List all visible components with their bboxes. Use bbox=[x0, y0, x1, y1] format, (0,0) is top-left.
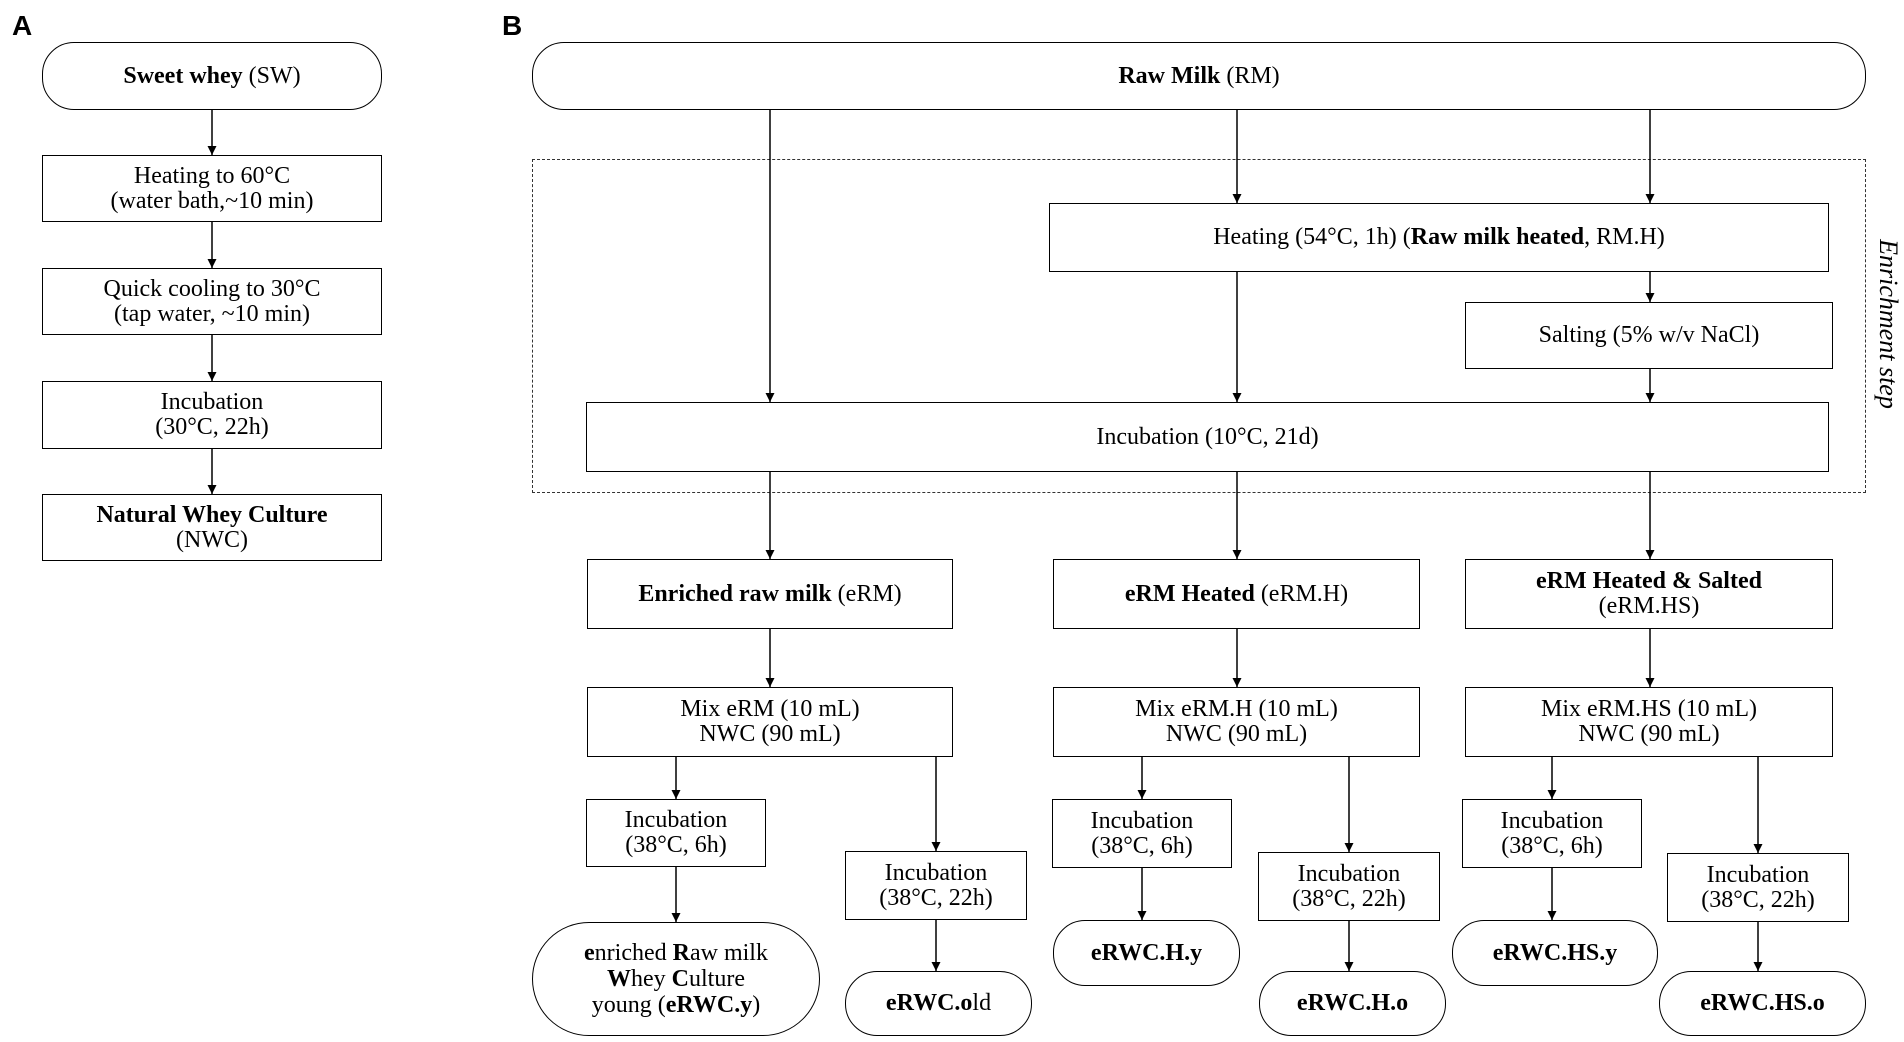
erwc-y-l2-b2: C bbox=[671, 966, 689, 992]
node-inc-hs-young: Incubation (38°C, 6h) bbox=[1462, 799, 1642, 868]
inc-h-young-line2: (38°C, 6h) bbox=[1091, 832, 1193, 859]
node-heating-60: Heating to 60°C (water bath,~10 min) bbox=[42, 155, 382, 222]
erwc-y-l1-b1: e bbox=[584, 940, 595, 966]
nwc-line1: Natural Whey Culture bbox=[96, 501, 328, 528]
node-inc-erm-young: Incubation (38°C, 6h) bbox=[586, 799, 766, 867]
mix-erm-line1: Mix eRM (10 mL) bbox=[680, 696, 860, 722]
node-erwc-young: enriched Raw milk Whey Culture young (eR… bbox=[532, 922, 820, 1036]
erwc-y-l1-t2: aw milk bbox=[689, 940, 768, 966]
cooling-line2: (tap water, ~10 min) bbox=[114, 300, 310, 327]
erwc-y-l2-t1: hey bbox=[631, 966, 672, 992]
sweet-whey-abbr: (SW) bbox=[242, 62, 301, 89]
node-incubation-10: Incubation (10°C, 21d) bbox=[586, 402, 1829, 472]
mix-erm-hs-line2: NWC (90 mL) bbox=[1578, 721, 1720, 747]
node-inc-h-old: Incubation (38°C, 22h) bbox=[1258, 852, 1440, 921]
node-inc-h-young: Incubation (38°C, 6h) bbox=[1052, 799, 1232, 868]
erm-h-label: eRM Heated bbox=[1124, 580, 1255, 607]
node-sweet-whey: Sweet whey (SW) bbox=[42, 42, 382, 110]
mix-erm-h-line2: NWC (90 mL) bbox=[1165, 721, 1308, 747]
inc-erm-young-line1: Incubation bbox=[624, 807, 728, 833]
node-mix-erm: Mix eRM (10 mL) NWC (90 mL) bbox=[587, 687, 953, 757]
erm-abbr: (eRM) bbox=[831, 580, 902, 607]
erwc-y-l3-t1: young ( bbox=[591, 992, 666, 1018]
node-erwc-old: eRWC.old bbox=[845, 971, 1032, 1036]
raw-milk-label: Raw Milk bbox=[1118, 62, 1221, 89]
node-inc-hs-old: Incubation (38°C, 22h) bbox=[1667, 853, 1849, 922]
erm-label: Enriched raw milk bbox=[638, 580, 832, 607]
inc-h-young-line1: Incubation bbox=[1090, 807, 1194, 834]
erwc-hs-o-text: eRWC.HS.o bbox=[1700, 990, 1825, 1016]
node-mix-erm-hs: Mix eRM.HS (10 mL) NWC (90 mL) bbox=[1465, 687, 1833, 757]
node-erwc-h-old: eRWC.H.o bbox=[1259, 971, 1446, 1036]
node-erm-heated: eRM Heated (eRM.H) bbox=[1053, 559, 1420, 629]
erwc-old-rest: ld bbox=[972, 990, 992, 1016]
heating-54-post: , RM.H) bbox=[1584, 224, 1665, 250]
erwc-y-l1-t1: nriched bbox=[594, 940, 673, 966]
node-heating-54: Heating (54°C, 1h) (Raw milk heated, RM.… bbox=[1049, 203, 1829, 272]
inc-erm-young-line2: (38°C, 6h) bbox=[625, 832, 727, 858]
salting-text: Salting (5% w/v NaCl) bbox=[1538, 322, 1760, 348]
heating-54-bold: Raw milk heated bbox=[1410, 224, 1585, 250]
erm-hs-line2: (eRM.HS) bbox=[1598, 593, 1700, 619]
node-incubation-30: Incubation (30°C, 22h) bbox=[42, 381, 382, 449]
node-erwc-hs-young: eRWC.HS.y bbox=[1452, 920, 1658, 986]
incubation-30-line2: (30°C, 22h) bbox=[155, 414, 269, 440]
inc-erm-old-line2: (38°C, 22h) bbox=[879, 884, 993, 911]
node-natural-whey-culture: Natural Whey Culture (NWC) bbox=[42, 494, 382, 561]
erwc-y-l3-t2: ) bbox=[752, 992, 761, 1018]
erwc-y-l2-b1: W bbox=[607, 966, 631, 992]
inc-hs-old-line1: Incubation bbox=[1706, 861, 1810, 888]
inc-h-old-line2: (38°C, 22h) bbox=[1292, 885, 1406, 912]
node-mix-erm-h: Mix eRM.H (10 mL) NWC (90 mL) bbox=[1053, 687, 1420, 757]
inc-hs-young-line1: Incubation bbox=[1500, 807, 1604, 834]
panel-label-a: A bbox=[12, 10, 33, 41]
enrichment-step-region bbox=[532, 159, 1866, 493]
erwc-y-l1-b2: R bbox=[672, 940, 690, 966]
erwc-h-y-text: eRWC.H.y bbox=[1090, 939, 1203, 966]
node-inc-erm-old: Incubation (38°C, 22h) bbox=[845, 851, 1027, 920]
inc-hs-old-line2: (38°C, 22h) bbox=[1701, 886, 1815, 913]
erwc-old-bold: eRWC.o bbox=[885, 990, 973, 1016]
inc-h-old-line1: Incubation bbox=[1297, 860, 1401, 887]
nwc-line2: (NWC) bbox=[176, 526, 248, 553]
heating-60-line2: (water bath,~10 min) bbox=[110, 187, 314, 214]
node-erwc-hs-old: eRWC.HS.o bbox=[1659, 971, 1866, 1036]
erwc-y-l3-b1: eRWC.y bbox=[665, 992, 753, 1018]
mix-erm-line2: NWC (90 mL) bbox=[699, 721, 841, 747]
node-erm-heated-salted: eRM Heated & Salted (eRM.HS) bbox=[1465, 559, 1833, 629]
inc-erm-old-line1: Incubation bbox=[884, 859, 988, 886]
inc-hs-young-line2: (38°C, 6h) bbox=[1501, 832, 1603, 859]
erm-hs-line1: eRM Heated & Salted bbox=[1536, 568, 1762, 594]
erwc-hs-y-text: eRWC.HS.y bbox=[1492, 939, 1618, 966]
sweet-whey-label: Sweet whey bbox=[123, 62, 243, 89]
raw-milk-abbr: (RM) bbox=[1220, 62, 1280, 89]
node-erwc-h-young: eRWC.H.y bbox=[1053, 920, 1240, 986]
node-salting: Salting (5% w/v NaCl) bbox=[1465, 302, 1833, 369]
erwc-h-o-text: eRWC.H.o bbox=[1296, 990, 1409, 1016]
node-quick-cooling: Quick cooling to 30°C (tap water, ~10 mi… bbox=[42, 268, 382, 335]
heating-60-line1: Heating to 60°C bbox=[133, 162, 291, 189]
mix-erm-h-line1: Mix eRM.H (10 mL) bbox=[1135, 696, 1338, 722]
heating-54-pre: Heating (54°C, 1h) ( bbox=[1213, 224, 1411, 250]
incubation-30-line1: Incubation bbox=[160, 389, 264, 415]
erwc-y-l2-t2: ulture bbox=[689, 966, 745, 992]
node-raw-milk: Raw Milk (RM) bbox=[532, 42, 1866, 110]
incubation-10-text: Incubation (10°C, 21d) bbox=[1096, 423, 1319, 450]
panel-label-b: B bbox=[502, 10, 523, 41]
cooling-line1: Quick cooling to 30°C bbox=[103, 275, 321, 302]
node-enriched-raw-milk: Enriched raw milk (eRM) bbox=[587, 559, 953, 629]
mix-erm-hs-line1: Mix eRM.HS (10 mL) bbox=[1541, 696, 1757, 722]
erm-h-abbr: (eRM.H) bbox=[1254, 580, 1349, 607]
